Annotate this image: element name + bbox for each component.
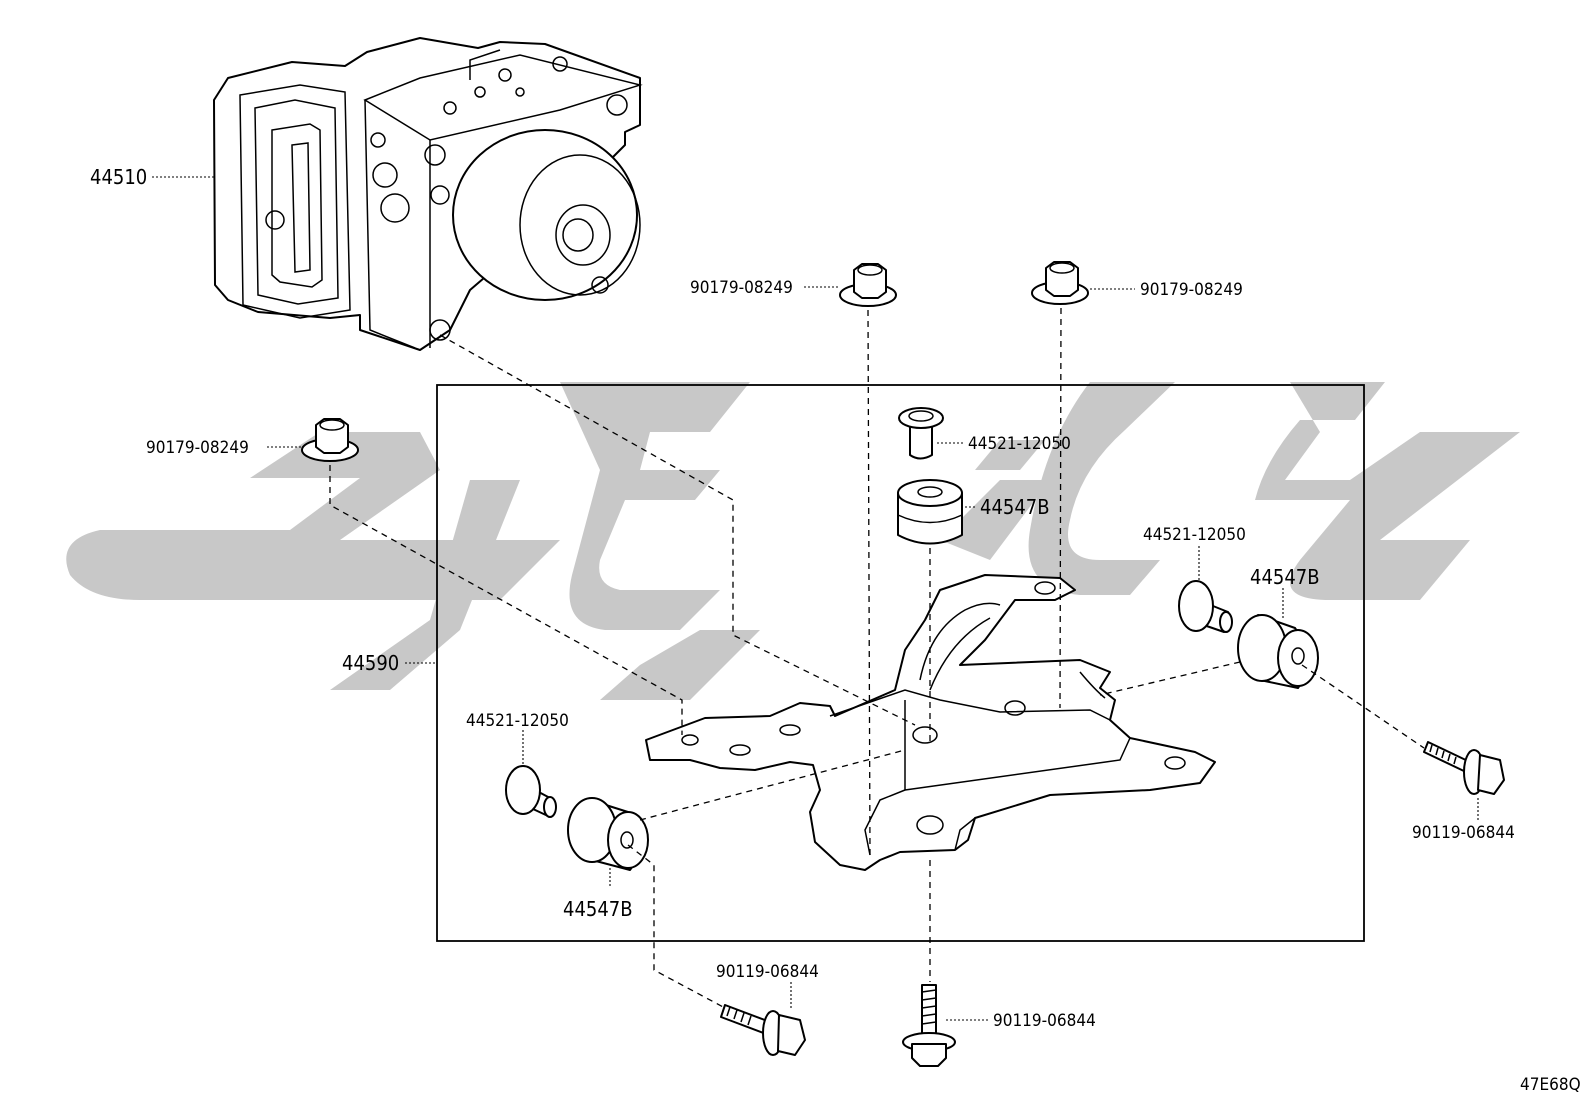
callout-collar-right: 44521-12050 bbox=[1143, 525, 1246, 545]
flange-nut-top-left bbox=[839, 263, 897, 307]
collar-right bbox=[1178, 580, 1233, 633]
assembly-lines bbox=[329, 307, 1425, 1009]
callout-nut-left: 90179-08249 bbox=[146, 438, 249, 458]
callout-44590: 44590 bbox=[342, 651, 399, 675]
callout-bolt-bottom: 90119-06844 bbox=[993, 1011, 1096, 1031]
cushion-right bbox=[1237, 614, 1319, 689]
cushion-left bbox=[567, 797, 649, 871]
flange-nut-top-right bbox=[1031, 261, 1089, 305]
diagram-code: 47E68Q bbox=[1520, 1075, 1581, 1095]
bolt-bottom-left bbox=[720, 1004, 806, 1056]
callout-bolt-bottom-left: 90119-06844 bbox=[716, 962, 819, 982]
bolt-right bbox=[1423, 741, 1505, 795]
bracket-illustration bbox=[645, 574, 1216, 871]
callout-bolt-right: 90119-06844 bbox=[1412, 823, 1515, 843]
callout-labels: 44510 90179-08249 90179-08249 90179-0824… bbox=[90, 165, 1581, 1095]
collar-left bbox=[505, 765, 557, 818]
callout-nut-top-right: 90179-08249 bbox=[1140, 280, 1243, 300]
callout-cushion-left: 44547B bbox=[563, 897, 633, 921]
callout-44510: 44510 bbox=[90, 165, 147, 189]
callout-collar-top: 44521-12050 bbox=[968, 434, 1071, 454]
assembly-frame bbox=[436, 384, 1365, 942]
bolt-bottom bbox=[902, 984, 956, 1067]
callout-collar-left: 44521-12050 bbox=[466, 711, 569, 731]
callout-nut-top-left: 90179-08249 bbox=[690, 278, 793, 298]
callout-cushion-top: 44547B bbox=[980, 495, 1050, 519]
collar-top bbox=[898, 407, 944, 460]
callout-cushion-right: 44547B bbox=[1250, 565, 1320, 589]
abs-actuator-illustration bbox=[213, 37, 643, 351]
flange-nut-left bbox=[301, 418, 359, 462]
cushion-top bbox=[897, 479, 963, 545]
leader-lines bbox=[152, 176, 1479, 1021]
